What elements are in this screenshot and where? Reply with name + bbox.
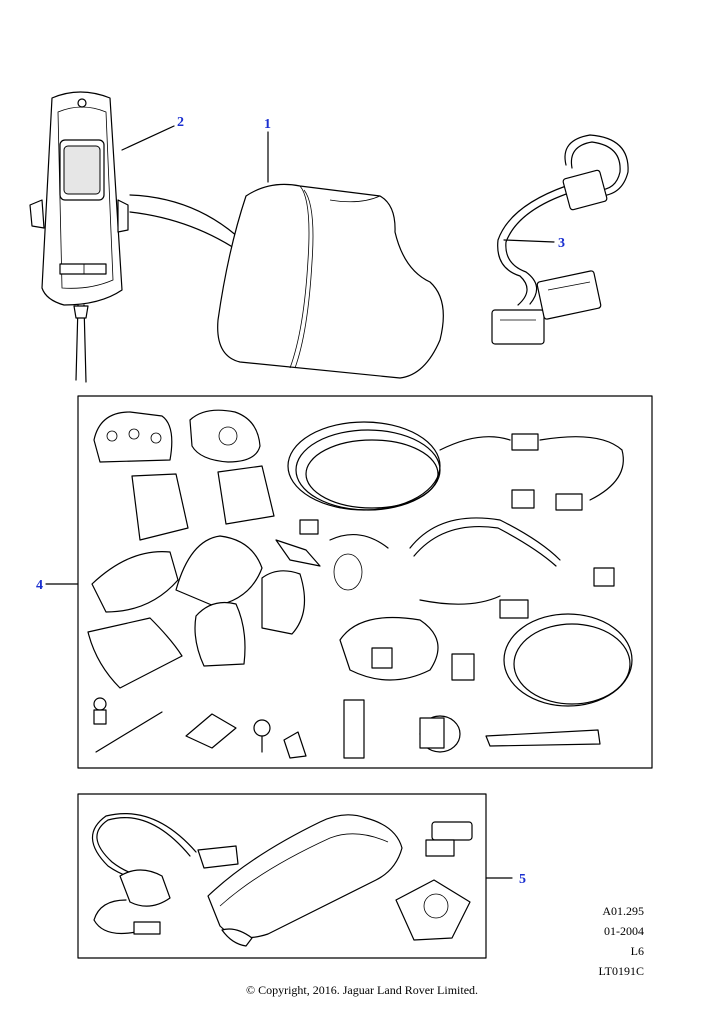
reference-model: L6 [630, 944, 644, 958]
kit-box [77, 395, 653, 769]
callout-4: 4 [36, 578, 43, 593]
reference-date: 01-2004 [604, 924, 644, 938]
callout-3: 3 [558, 236, 565, 251]
wiring-harness-part [491, 134, 629, 345]
copyright-notice: © Copyright, 2016. Jaguar Land Rover Lim… [245, 983, 479, 997]
callout-5: 5 [519, 872, 526, 887]
callout-1: 1 [264, 117, 271, 132]
reference-illustration-id: LT0191C [598, 964, 644, 978]
installation-kit-parts [87, 409, 633, 759]
accessory-box [77, 793, 487, 959]
phone-cradle-part [29, 91, 129, 383]
callout-2: 2 [177, 115, 184, 130]
accessory-kit-parts [91, 813, 473, 947]
callout-leader [121, 125, 175, 151]
reference-code: A01.295 [602, 904, 644, 918]
mounting-pad-part [217, 183, 444, 379]
callout-leader [503, 239, 555, 243]
